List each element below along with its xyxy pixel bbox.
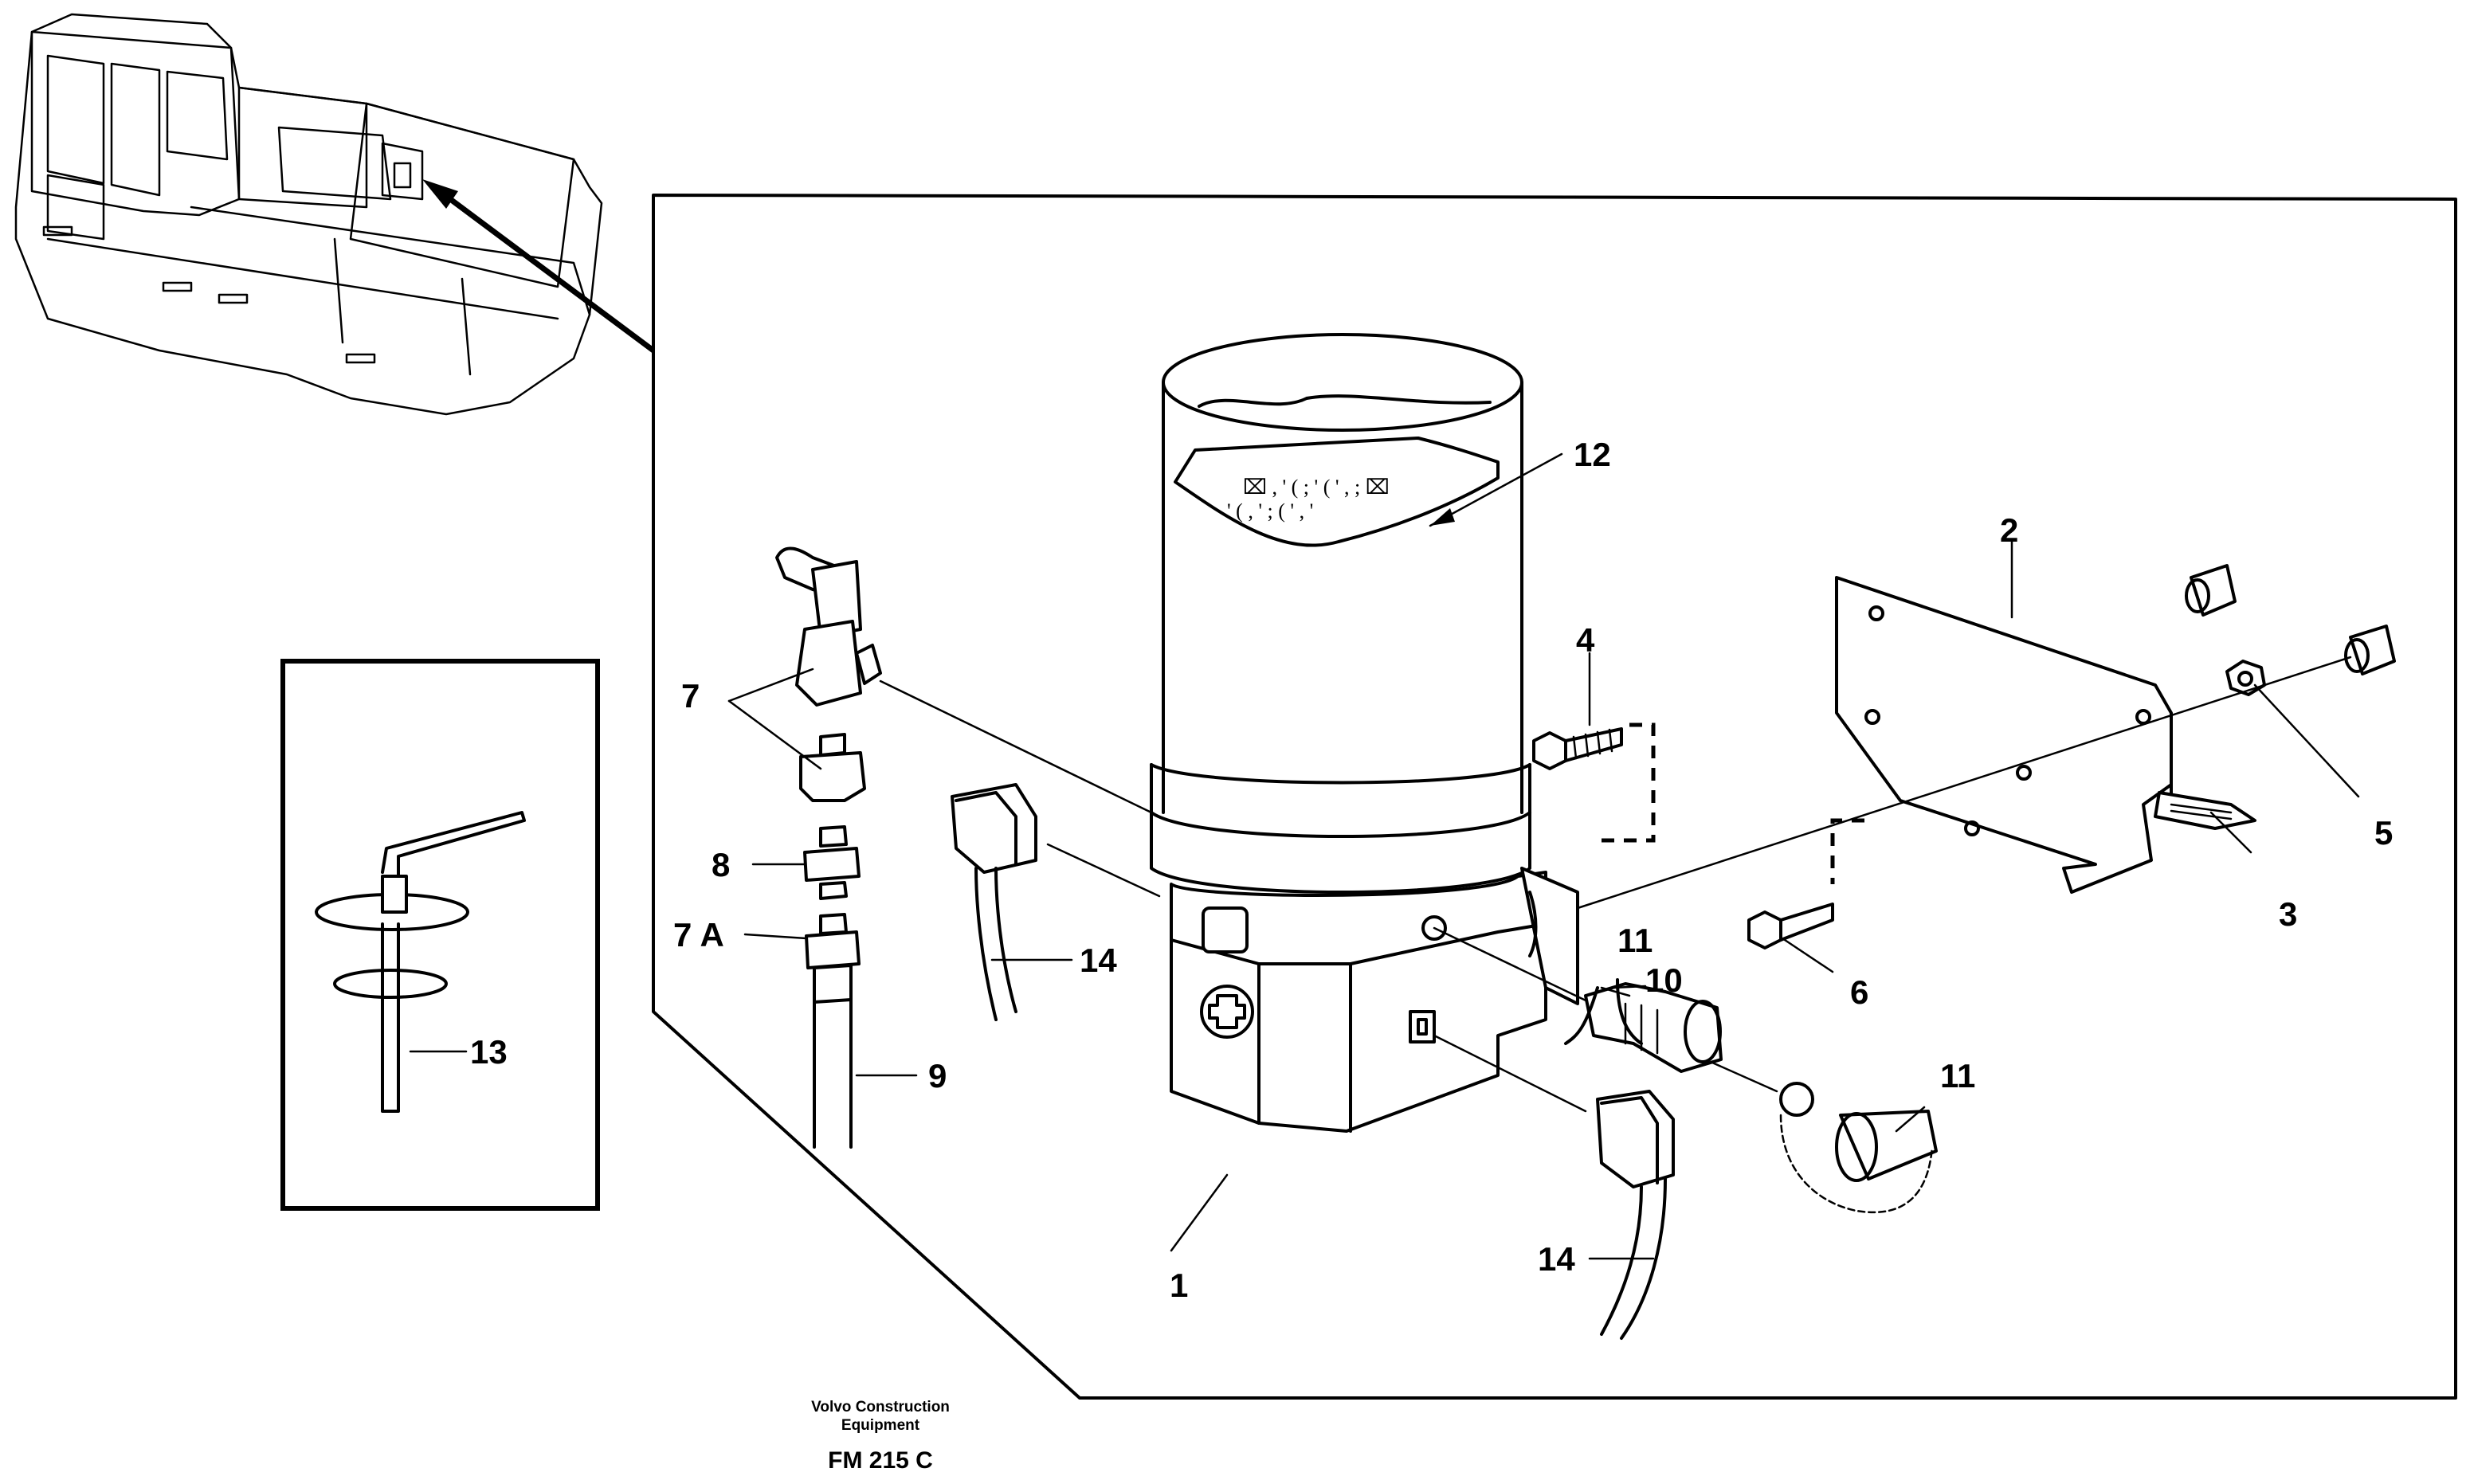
callout-labels: 1 2 3 4 5 6 7 7 A 8 9 10 11 11 12 13 14 …	[470, 436, 2393, 1304]
callout-7a: 7 A	[673, 916, 724, 953]
company-name-line2: Equipment	[841, 1417, 920, 1434]
drawing-footer: Volvo Construction Equipment FM 215 C	[811, 1399, 950, 1474]
drawing-code: FM 215 C	[828, 1447, 933, 1474]
excavator-overview	[14, 13, 603, 416]
grease-reservoir: ⌧ , ' ( ; ' ( ' , ; ⌧ ' ( , ' ; ( ' , '	[1162, 333, 1523, 814]
pump-housing	[1170, 867, 1579, 1133]
electrical-connector-14-left	[951, 783, 1037, 1021]
spacers-and-nut	[2185, 564, 2396, 696]
leader-lines	[409, 452, 2360, 1260]
callout-9: 9	[928, 1057, 947, 1094]
bolt-4	[1532, 722, 1656, 843]
bolt-6	[1747, 818, 1864, 950]
mounting-bracket-2	[1835, 576, 2256, 894]
callout-5: 5	[2374, 814, 2393, 852]
callout-14-left: 14	[1080, 942, 1117, 979]
nipple-8	[803, 825, 861, 900]
reservoir-collar	[1150, 763, 1531, 894]
inset-box-dipstick	[280, 659, 600, 1211]
callout-12: 12	[1574, 436, 1611, 473]
callout-13: 13	[470, 1033, 508, 1071]
dust-cap-11	[1779, 1082, 1938, 1214]
callout-1: 1	[1170, 1267, 1188, 1304]
tee-valve-7	[775, 546, 882, 802]
callout-14-right: 14	[1538, 1240, 1575, 1278]
callout-10: 10	[1645, 961, 1683, 999]
electrical-connector-14-right	[1596, 1090, 1675, 1340]
callout-7: 7	[681, 677, 700, 715]
detail-frame	[652, 194, 2457, 1400]
svg-text:⌧ , ' ( ; ' ( ' , ; ⌧: ⌧ , ' ( ; ' ( ' , ; ⌧	[1243, 476, 1390, 499]
callout-11-clip: 11	[1617, 922, 1653, 959]
callout-4: 4	[1576, 621, 1595, 659]
callout-2: 2	[2000, 511, 2018, 549]
svg-text:' ( , ' ; ( ' , ': ' ( , ' ; ( ' , '	[1227, 499, 1313, 523]
fitting-7a-and-hose-9	[805, 913, 861, 1149]
location-arrow	[422, 179, 656, 353]
callout-3: 3	[2279, 895, 2297, 933]
clip-11	[1564, 978, 1643, 1045]
callout-11-cap: 11	[1940, 1057, 1975, 1094]
callout-6: 6	[1850, 973, 1868, 1011]
company-name-line1: Volvo Construction	[811, 1399, 950, 1415]
callout-8: 8	[712, 846, 730, 883]
